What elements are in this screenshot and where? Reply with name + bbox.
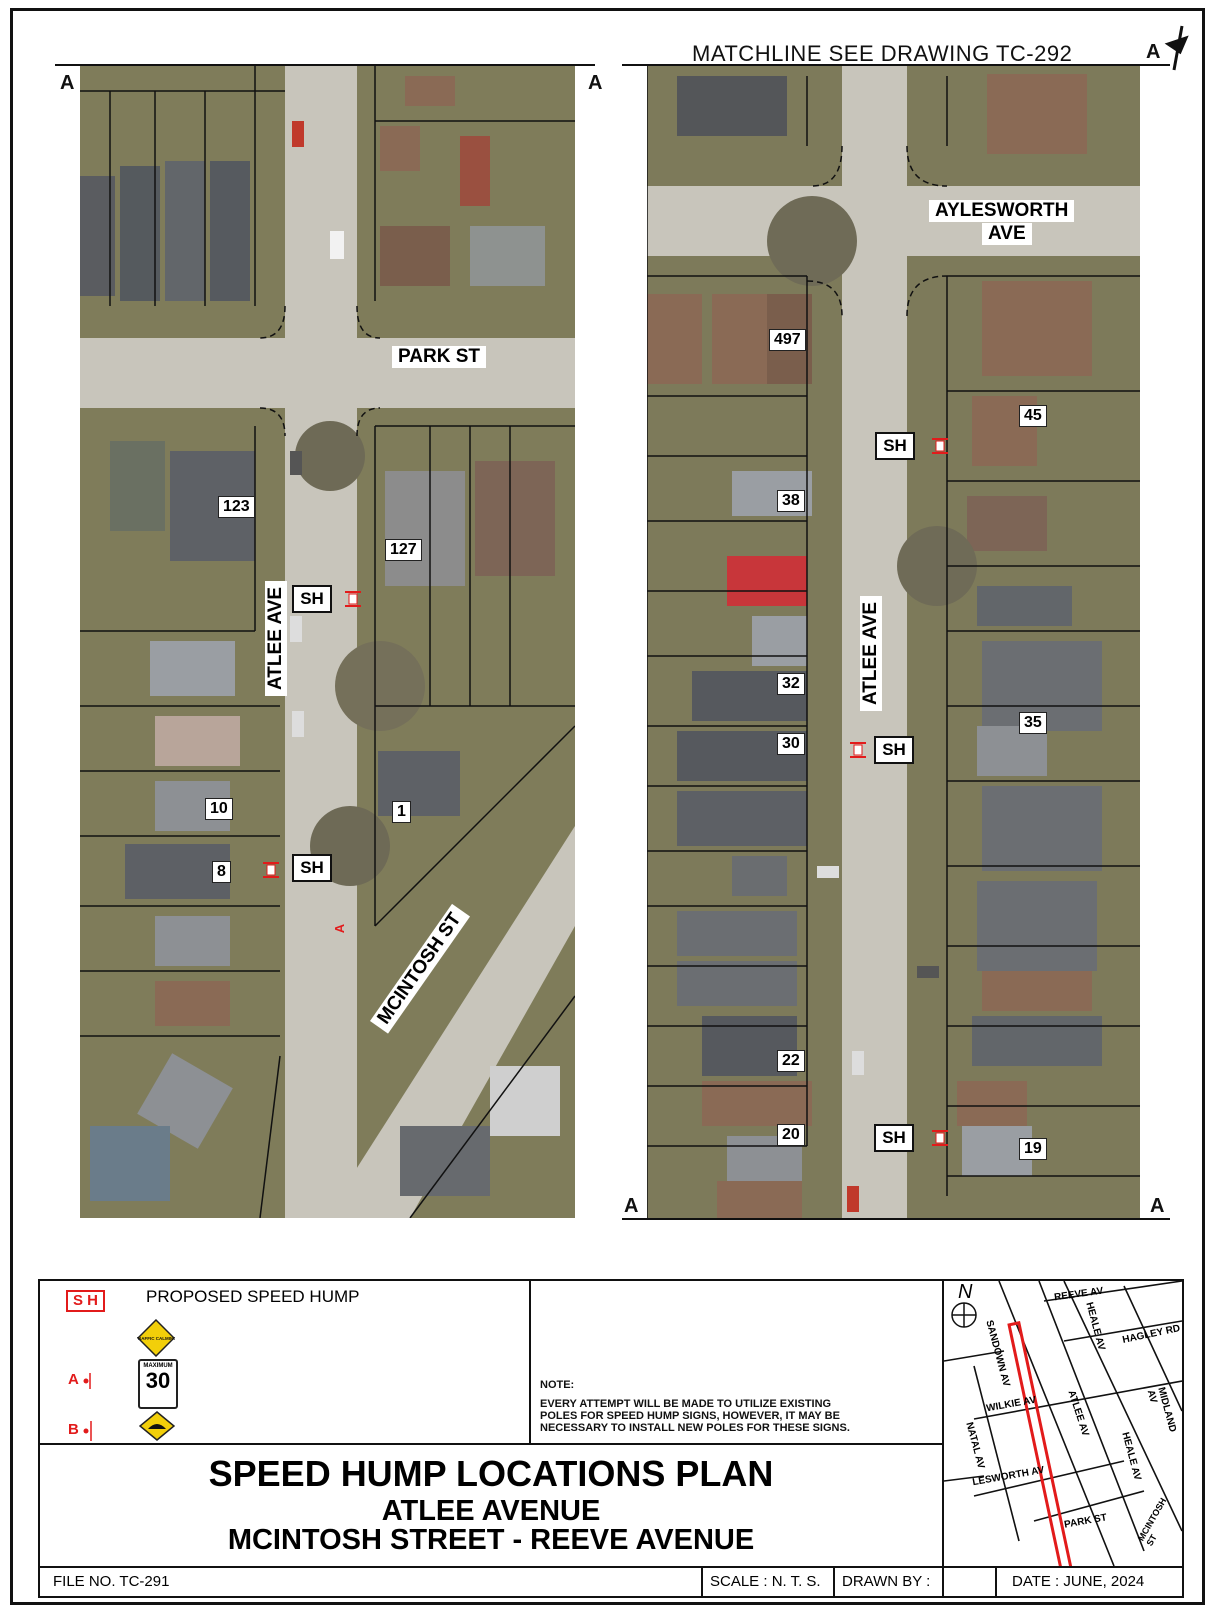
sign-post-icon bbox=[83, 1421, 92, 1441]
divider bbox=[995, 1566, 997, 1596]
file-number: FILE NO. TC-291 bbox=[53, 1573, 170, 1590]
street-label-atlee: ATLEE AVE bbox=[265, 580, 287, 696]
street-label-park: PARK ST bbox=[392, 346, 486, 368]
divider bbox=[942, 1281, 944, 1596]
max-sign-top: MAXIMUM bbox=[143, 1363, 173, 1369]
address-label: 32 bbox=[777, 673, 805, 695]
address-label: 30 bbox=[777, 733, 805, 755]
divider bbox=[833, 1566, 835, 1596]
divider bbox=[701, 1566, 703, 1596]
street-label-atlee: ATLEE AVE bbox=[860, 595, 882, 711]
sign-post-icon bbox=[83, 1373, 91, 1389]
divider bbox=[40, 1443, 942, 1445]
note-line: EVERY ATTEMPT WILL BE MADE TO UTILIZE EX… bbox=[540, 1398, 832, 1410]
key-map: N SANDOWN AV REEVE AV HEALE AV HAGLEY RD… bbox=[944, 1281, 1182, 1566]
legend-sign-b: B bbox=[68, 1421, 79, 1438]
section-marker-a: A bbox=[588, 72, 603, 94]
sign-b-icon bbox=[850, 742, 866, 758]
traffic-calming-sign-icon: TRAFFIC CALMING bbox=[137, 1319, 175, 1357]
section-marker-a: A bbox=[1146, 41, 1161, 63]
street-label-aylesworth: AYLESWORTH bbox=[929, 200, 1075, 222]
date: DATE : JUNE, 2024 bbox=[1012, 1573, 1145, 1590]
matchline-label: MATCHLINE SEE DRAWING TC-292 bbox=[692, 41, 1073, 66]
speed-hump-marker: SH bbox=[875, 432, 915, 460]
drawing-border bbox=[10, 8, 1205, 1605]
aerial-map-right: AYLESWORTH AVE ATLEE AVE 497 45 38 32 35… bbox=[647, 66, 1140, 1218]
street-label-aylesworth-ave: AVE bbox=[982, 223, 1032, 245]
legend-proposed-speed-hump: PROPOSED SPEED HUMP bbox=[146, 1287, 360, 1306]
svg-text:TRAFFIC CALMING: TRAFFIC CALMING bbox=[137, 1336, 175, 1341]
note-title: NOTE: bbox=[540, 1379, 575, 1391]
legend-sign-a: A bbox=[68, 1371, 79, 1388]
north-arrow-icon bbox=[1164, 25, 1189, 71]
drawing-subtitle-2: MCINTOSH STREET - REEVE AVENUE bbox=[227, 1524, 755, 1556]
divider bbox=[529, 1281, 531, 1443]
sign-a-marker: A bbox=[332, 923, 348, 934]
address-label: 19 bbox=[1019, 1138, 1047, 1160]
aerial-map-left: PARK ST ATLEE AVE MCINTOSH ST 123 127 10… bbox=[80, 66, 575, 1218]
sign-b-icon bbox=[932, 438, 948, 454]
drawing-title: SPEED HUMP LOCATIONS PLAN bbox=[208, 1453, 774, 1494]
drawn-by: DRAWN BY : bbox=[842, 1573, 931, 1590]
speed-hump-marker: SH bbox=[874, 736, 914, 764]
max-speed-sign: MAXIMUM 30 bbox=[138, 1359, 178, 1409]
bottom-line-right bbox=[622, 1218, 1170, 1220]
sign-b-icon bbox=[345, 591, 361, 607]
note-line: NECESSARY TO INSTALL NEW POLES FOR THESE… bbox=[540, 1422, 850, 1434]
north-label: N bbox=[958, 1281, 973, 1303]
address-label: 127 bbox=[385, 539, 422, 561]
speed-hump-marker: SH bbox=[292, 585, 332, 613]
aerial-imagery-right bbox=[647, 66, 1140, 1218]
matchline-left bbox=[55, 64, 595, 66]
address-label: 1 bbox=[392, 801, 411, 823]
address-label: 35 bbox=[1019, 712, 1047, 734]
address-label: 8 bbox=[212, 861, 231, 883]
address-label: 123 bbox=[218, 496, 255, 518]
section-marker-a: A bbox=[1150, 1195, 1165, 1217]
address-label: 45 bbox=[1019, 405, 1047, 427]
key-map-lines bbox=[944, 1281, 1182, 1566]
title-block: S H PROPOSED SPEED HUMP TRAFFIC CALMING … bbox=[38, 1279, 1184, 1598]
scale: SCALE : N. T. S. bbox=[710, 1573, 821, 1590]
aerial-imagery-left bbox=[80, 66, 575, 1218]
legend-sh-symbol: S H bbox=[66, 1290, 106, 1312]
speed-hump-sign-icon bbox=[139, 1411, 175, 1441]
matchline-right bbox=[622, 64, 1170, 66]
sign-b-icon bbox=[932, 1130, 948, 1146]
drawing-subtitle-1: ATLEE AVENUE bbox=[381, 1495, 601, 1527]
max-sign-value: 30 bbox=[145, 1368, 171, 1393]
section-marker-a: A bbox=[60, 72, 75, 94]
address-label: 497 bbox=[769, 329, 806, 351]
sign-b-icon bbox=[263, 862, 279, 878]
address-label: 10 bbox=[205, 798, 233, 820]
speed-hump-marker: SH bbox=[874, 1124, 914, 1152]
speed-hump-marker: SH bbox=[292, 854, 332, 882]
address-label: 22 bbox=[777, 1050, 805, 1072]
note-line: POLES FOR SPEED HUMP SIGNS, HOWEVER, IT … bbox=[540, 1410, 840, 1422]
address-label: 38 bbox=[777, 490, 805, 512]
address-label: 20 bbox=[777, 1124, 805, 1146]
divider bbox=[40, 1566, 1182, 1568]
section-marker-a: A bbox=[624, 1195, 639, 1217]
